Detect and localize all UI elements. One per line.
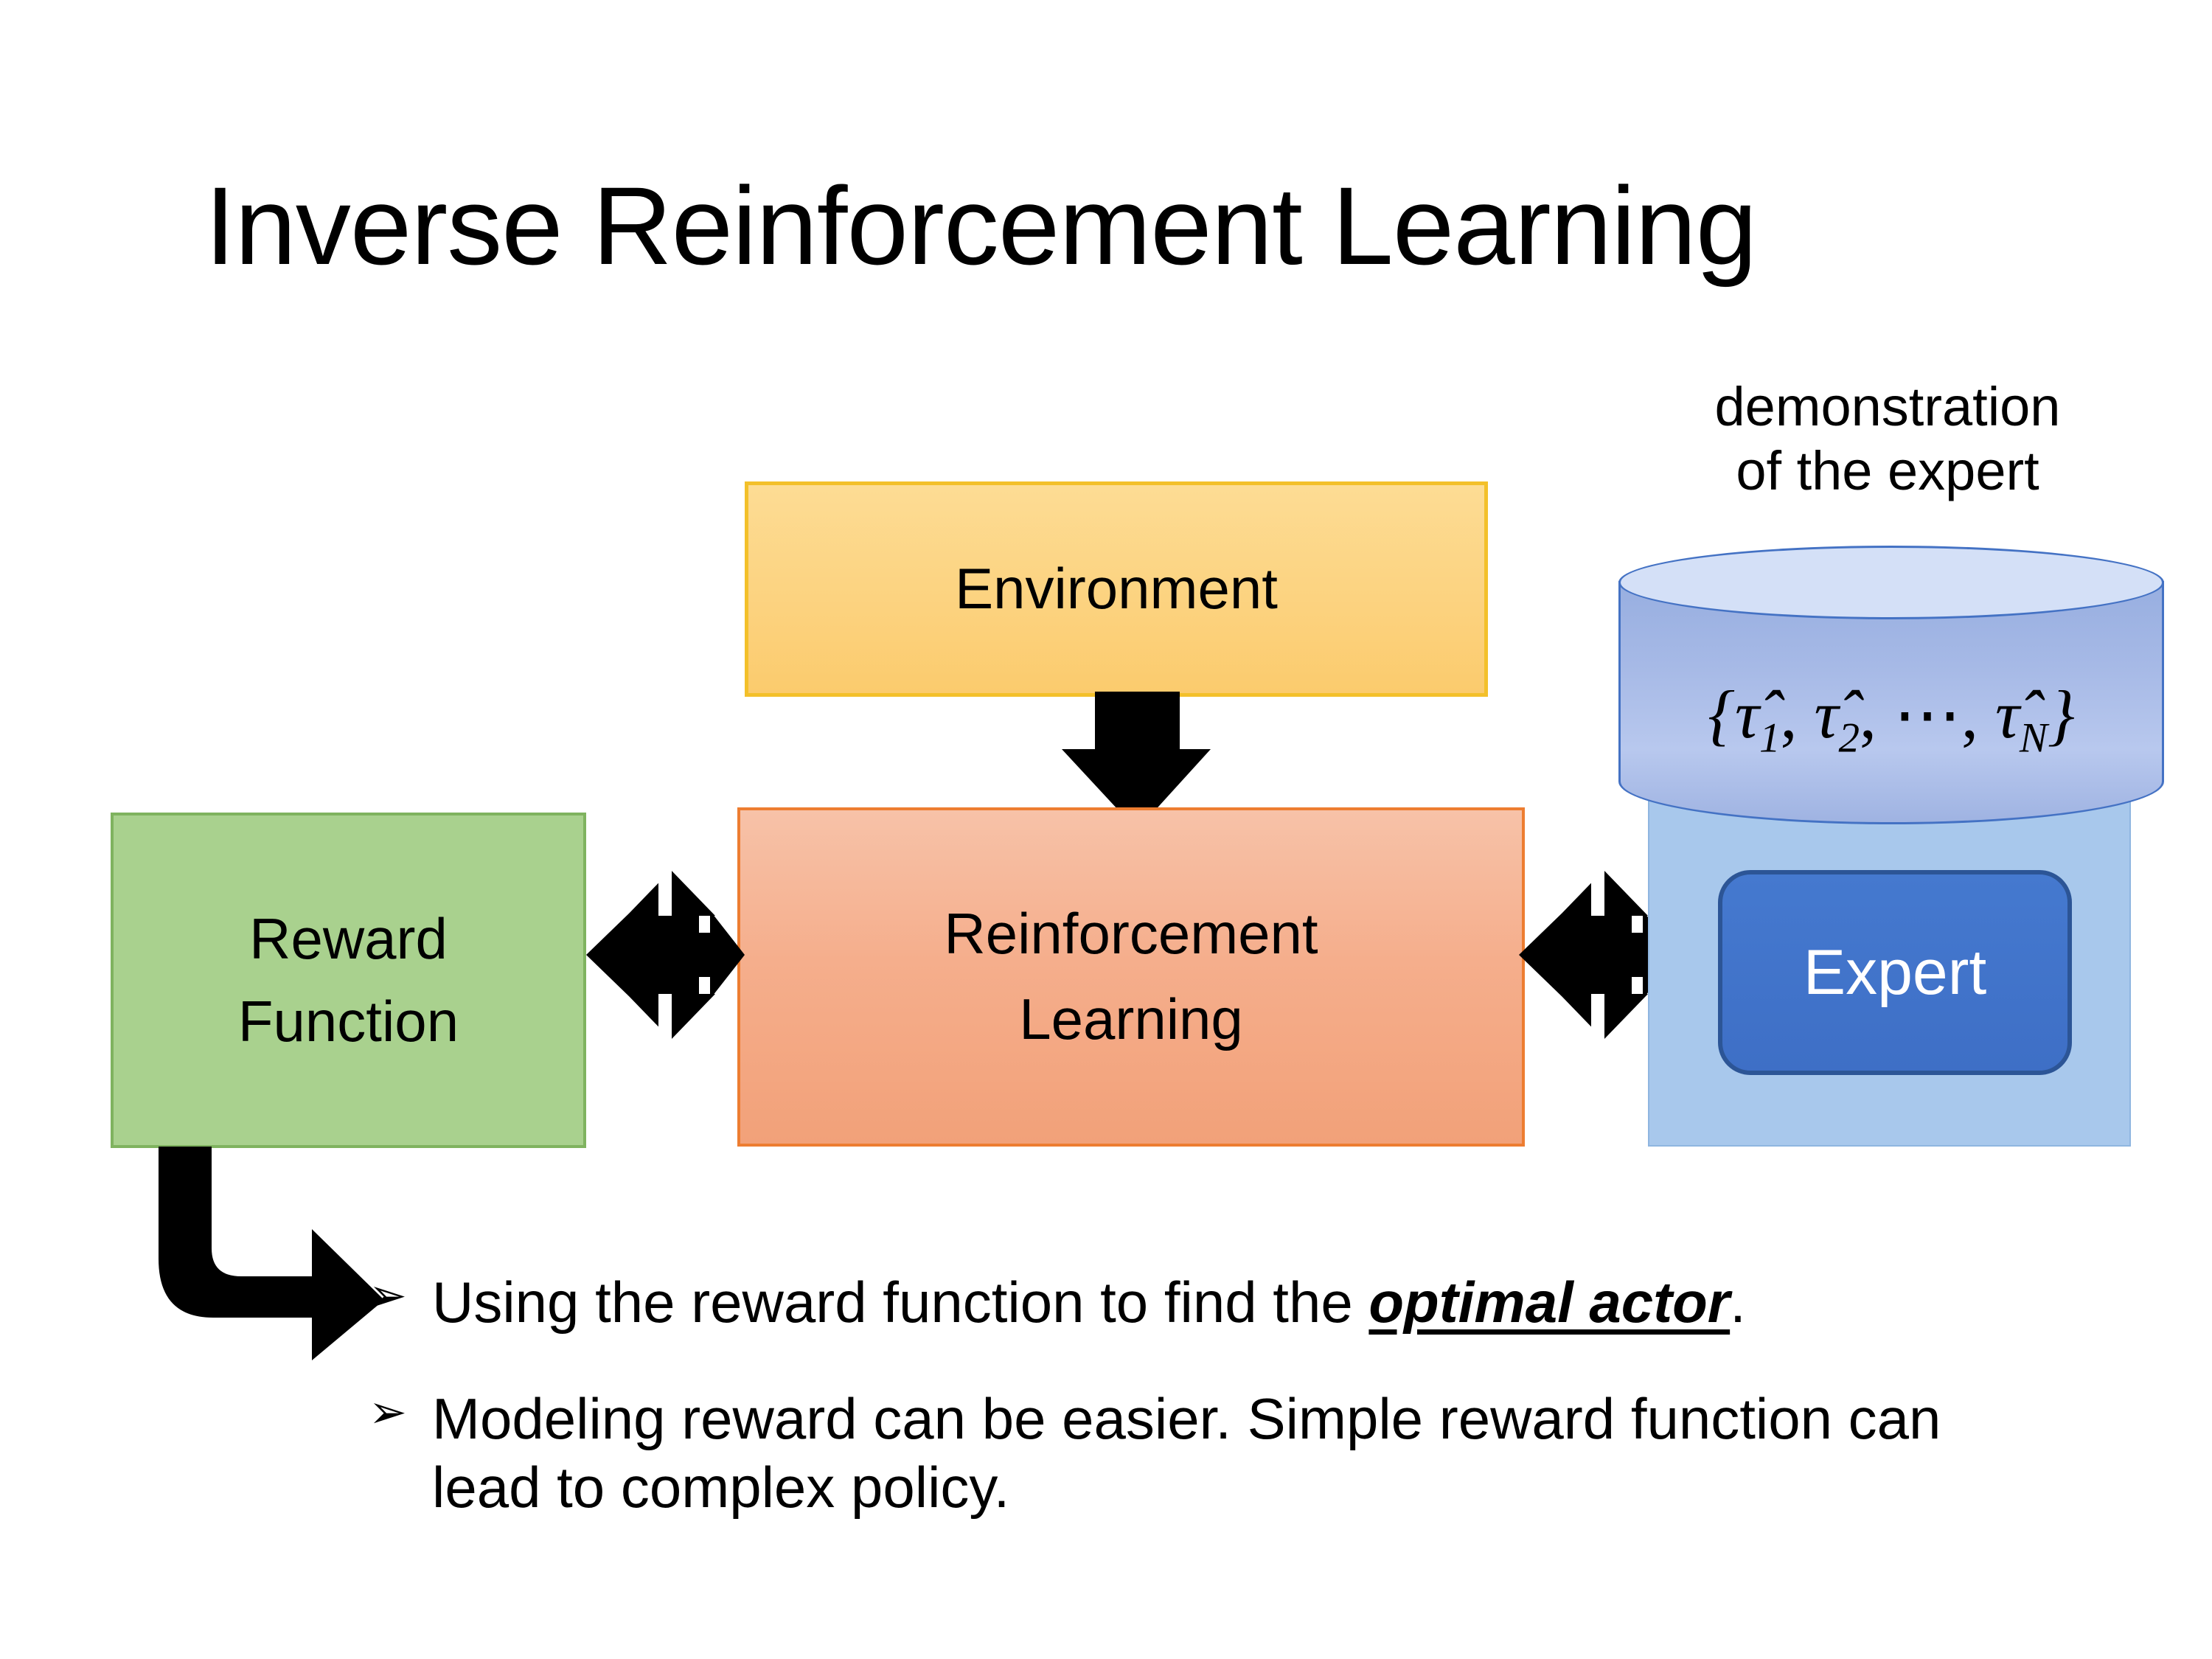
demonstration-caption: demonstration of the expert	[1637, 375, 2138, 504]
formula-sub-2: 2	[1838, 714, 1860, 762]
rl-label-line2: Learning	[1019, 987, 1243, 1051]
page-title: Inverse Reinforcement Learning	[204, 164, 1758, 288]
quad-arrow-rl-expert-icon	[1519, 870, 1677, 1040]
cylinder-body	[1618, 581, 2164, 824]
bullet-1-text-after: .	[1730, 1270, 1746, 1335]
rl-label-line1: Reinforcement	[944, 901, 1318, 967]
formula-sub-1: 1	[1759, 714, 1781, 762]
expert-label: Expert	[1803, 936, 1987, 1008]
reward-label-line1: Reward	[249, 905, 448, 971]
demonstration-caption-line1: demonstration	[1714, 376, 2061, 437]
bullet-text-2: Modeling reward can be easier. Simple re…	[432, 1385, 1941, 1520]
reward-label-line2: Function	[237, 988, 459, 1054]
formula-tau-n: τ̂	[1994, 677, 2020, 752]
formula-comma-3: ,	[1961, 677, 1978, 752]
bullet-1-text-before: Using the reward function to find the	[432, 1270, 1369, 1335]
formula-open-brace: {	[1708, 677, 1736, 752]
trajectory-cylinder: {τ̂1, τ̂2, ⋯, τ̂N}	[1618, 546, 2164, 841]
formula-tau-1: τ̂	[1735, 677, 1759, 752]
list-item: ➢ Using the reward function to find the …	[369, 1268, 2065, 1338]
quad-arrow-reward-rl-icon	[586, 870, 745, 1040]
demonstration-caption-line2: of the expert	[1736, 440, 2039, 502]
reinforcement-learning-box: Reinforcement Learning	[737, 807, 1525, 1147]
arrow-environment-to-rl-icon	[1062, 692, 1211, 830]
formula-comma-2: ,	[1859, 677, 1877, 752]
environment-box: Environment	[745, 481, 1488, 697]
bullet-arrow-icon: ➢	[369, 1384, 407, 1439]
formula-close-brace: }	[2047, 677, 2075, 752]
notes-list: ➢ Using the reward function to find the …	[369, 1268, 2065, 1523]
formula-sub-n: N	[2019, 714, 2048, 762]
reward-function-box: Reward Function	[111, 813, 586, 1148]
formula-ellipsis: ⋯	[1893, 677, 1961, 752]
formula-tau-2: τ̂	[1814, 677, 1839, 752]
trajectory-set-formula: {τ̂1, τ̂2, ⋯, τ̂N}	[1618, 675, 2164, 762]
list-item: ➢ Modeling reward can be easier. Simple …	[369, 1385, 2065, 1523]
cylinder-top-ellipse	[1618, 546, 2164, 619]
bullet-arrow-icon: ➢	[369, 1268, 407, 1322]
formula-comma-1: ,	[1780, 677, 1798, 752]
bullet-text-1: Using the reward function to find the op…	[432, 1268, 2065, 1338]
bullet-1-emphasis: optimal actor	[1368, 1270, 1731, 1335]
expert-box: Expert	[1718, 870, 2072, 1075]
bent-arrow-reward-to-notes-icon	[159, 1147, 384, 1360]
environment-label: Environment	[955, 556, 1278, 622]
